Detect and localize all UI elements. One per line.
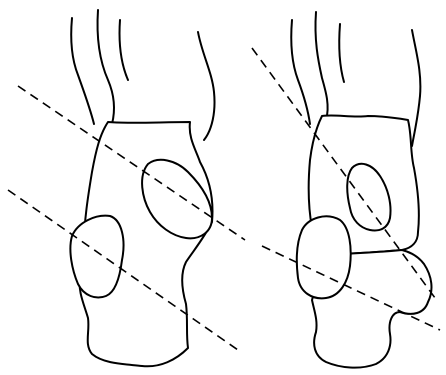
left-upper-bone-3 bbox=[119, 20, 128, 80]
right-panel bbox=[252, 12, 440, 368]
right-upper-bone-3 bbox=[339, 24, 344, 82]
left-upper-bone-4 bbox=[198, 32, 215, 140]
right-upper-bone-2 bbox=[315, 12, 327, 120]
left-upper-bone-2 bbox=[97, 10, 114, 124]
right-lower-oval bbox=[297, 216, 351, 298]
right-upper-bone-1 bbox=[291, 20, 310, 124]
left-lower-oval bbox=[70, 216, 123, 298]
right-upper-bone-4 bbox=[412, 30, 420, 146]
left-upper-bone-1 bbox=[71, 18, 94, 124]
left-panel bbox=[8, 10, 245, 366]
